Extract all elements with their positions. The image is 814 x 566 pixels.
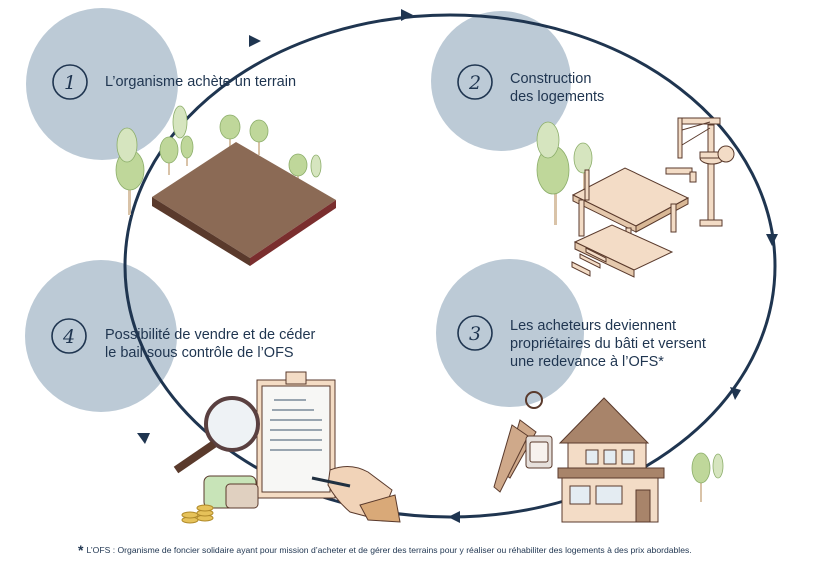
step-1-number: 1 (52, 64, 88, 100)
step-2-label-line: des logements (510, 89, 605, 105)
step-1-circle (26, 8, 178, 160)
arrow-down-icon (766, 234, 778, 246)
step-1-label-line: L’organisme achète un terrain (105, 74, 297, 90)
step-3-label-line: Les acheteurs deviennent (510, 318, 677, 334)
step-4-label: Possibilité de vendre et de céder le bai… (105, 326, 315, 362)
house-keys-icon (493, 391, 724, 523)
step-2-circle (431, 11, 571, 151)
step-3-number: 3 (457, 315, 493, 351)
svg-text:2: 2 (468, 72, 481, 94)
cycle-arrowheads (137, 9, 778, 523)
arrow-right-icon (401, 9, 413, 21)
footnote: *L’OFS : Organisme de foncier solidaire … (78, 540, 692, 558)
step-2-number: 2 (457, 64, 493, 100)
step-3-circle (436, 259, 584, 407)
step-3-label: Les acheteurs deviennent propriétaires d… (510, 317, 706, 371)
contract-magnifier-icon (173, 371, 401, 524)
terrain-icon (115, 105, 336, 266)
svg-text:4: 4 (62, 326, 75, 348)
step-2-label-line: Construction (510, 71, 592, 87)
arrow-down-icon (730, 387, 741, 400)
svg-text:3: 3 (469, 323, 481, 345)
svg-text:1: 1 (64, 72, 76, 94)
arrow-left-icon (137, 433, 150, 444)
step-1-label: L’organisme achète un terrain (105, 73, 296, 91)
construction-icon (536, 117, 735, 278)
step-2-label: Construction des logements (510, 70, 604, 106)
step-4-label-line: Possibilité de vendre et de céder (105, 327, 316, 343)
arrow-left-icon (448, 511, 460, 523)
step-4-number: 4 (51, 318, 87, 354)
step-4-circle (25, 260, 177, 412)
step-3-label-line: une redevance à l’OFS* (510, 354, 664, 370)
arrow-right-icon (249, 35, 261, 47)
footnote-marker: * (78, 542, 84, 558)
step-4-label-line: le bail sous contrôle de l’OFS (105, 345, 294, 361)
footnote-text: L’OFS : Organisme de foncier solidaire a… (86, 545, 692, 555)
step-3-label-line: propriétaires du bâti et versent (510, 336, 706, 352)
